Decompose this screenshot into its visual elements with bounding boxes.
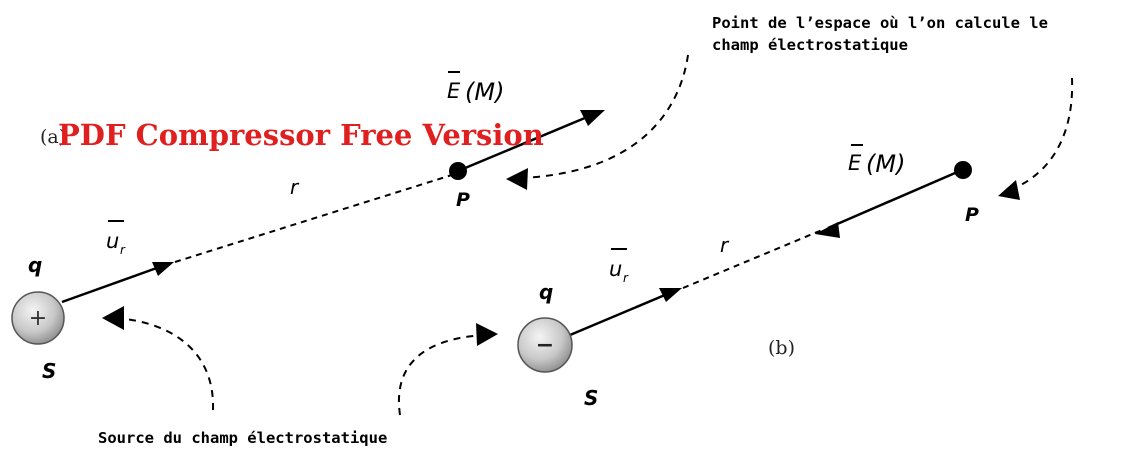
annotation-point-line1: Point de l’espace où l’on calcule le: [712, 14, 1048, 32]
panel-b-source-label: S: [584, 386, 598, 410]
panel-a-unit-vector-arrowhead: [152, 262, 174, 276]
panel-b-field-arg: (M): [866, 150, 905, 178]
pointer-arrowhead-source-a: [102, 306, 124, 330]
panel-b-unit-vector-line: [569, 290, 673, 337]
panel-b-distance-line: [682, 229, 823, 289]
pointer-to-source-a: [115, 317, 215, 411]
panel-a-source-label: S: [42, 359, 56, 383]
panel-a-field-arrowhead: [580, 110, 605, 126]
panel-a-unit-vector-sub: r: [120, 243, 126, 257]
panel-a-charge-sign: +: [29, 306, 47, 331]
pointer-arrowhead-source-b: [476, 323, 498, 346]
panel-a: (a) + q S u r r P E (M): [11, 71, 605, 383]
panel-a-field-arg: (M): [465, 78, 504, 106]
panel-b-point-label: P: [965, 204, 979, 226]
panel-a-unit-vector-label: u: [106, 229, 119, 253]
panel-b-field-arrowhead: [815, 222, 840, 238]
panel-b-unit-vector-arrowhead: [659, 288, 682, 302]
panel-a-charge-label: q: [28, 253, 42, 277]
panel-b-field-vector-line: [827, 168, 963, 230]
panel-b-distance-label: r: [720, 233, 730, 257]
panel-a-point-label: P: [456, 189, 470, 211]
panel-a-distance-line: [174, 173, 456, 263]
panel-a-field-vector-line: [457, 113, 593, 173]
panel-b-unit-vector-sub: r: [623, 271, 629, 285]
panel-b-point-p: [954, 161, 972, 179]
panel-b: (b) − q S u r r P E (M): [517, 144, 979, 410]
panel-a-tag: (a): [40, 126, 66, 148]
annotation-pointer-heads: [102, 168, 1020, 346]
panel-b-charge-label: q: [539, 280, 553, 304]
panel-b-charge-sign: −: [536, 333, 554, 358]
watermark-text: PDF Compressor Free Version: [58, 118, 544, 152]
panel-b-charge-sphere: [517, 317, 573, 373]
panel-b-field-label: E: [848, 151, 862, 175]
panel-a-unit-vector-line: [61, 263, 166, 304]
panel-a-field-label: E: [447, 79, 461, 103]
pointer-arrowhead-a: [506, 168, 528, 190]
pointer-to-source-b: [397, 334, 486, 416]
panel-a-distance-label: r: [290, 175, 300, 199]
panel-a-charge-sphere: [11, 291, 65, 345]
annotation-pointers: [115, 54, 1074, 416]
annotation-source: Source du champ électrostatique: [98, 429, 387, 447]
annotation-point-line2: champ électrostatique: [712, 36, 908, 54]
panel-b-unit-vector-label: u: [609, 257, 622, 281]
pointer-to-point-a: [521, 54, 689, 179]
panel-b-tag: (b): [768, 337, 795, 359]
pointer-arrowhead-b: [998, 180, 1020, 200]
panel-a-point-p: [449, 162, 467, 180]
pointer-to-point-b: [1009, 77, 1074, 191]
